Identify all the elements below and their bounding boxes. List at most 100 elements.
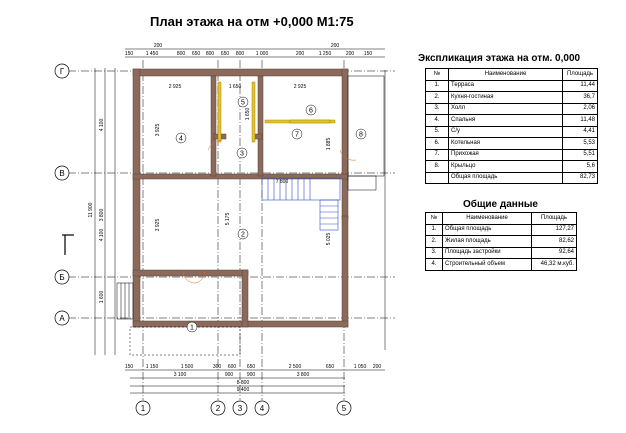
explication-title: Экспликация этажа на отм. 0,000: [418, 53, 581, 64]
svg-text:800: 800: [236, 51, 245, 57]
svg-text:8: 8: [359, 132, 363, 139]
walls: [132, 68, 349, 328]
axis-marker-1: 1: [135, 400, 151, 416]
axis-markers: Г В Б А 1 2 3 4 5: [54, 63, 352, 416]
svg-text:900: 900: [225, 372, 234, 378]
room-marker-5: 5: [237, 96, 249, 108]
svg-text:900: 900: [247, 372, 256, 378]
axis-marker-5: 5: [336, 400, 352, 416]
dimension-labels: 150 1 450 800 650 800 650 800 1 000 200 …: [88, 43, 381, 393]
svg-text:650: 650: [326, 364, 335, 370]
svg-text:600: 600: [228, 364, 237, 370]
svg-text:150: 150: [125, 364, 134, 370]
svg-text:200: 200: [331, 43, 340, 49]
floor-plan: Г В Б А 1 2 3 4 5 1 2 3 4 5 6 7 8 150 1 …: [54, 43, 395, 416]
svg-text:А: А: [59, 314, 65, 323]
svg-text:1 050: 1 050: [354, 364, 367, 370]
table-header: № Наименование Площадь: [425, 212, 577, 225]
svg-text:2: 2: [216, 404, 221, 413]
svg-text:1 600: 1 600: [99, 291, 105, 304]
axis-marker-g: Г: [54, 63, 70, 79]
svg-text:3 800: 3 800: [99, 209, 105, 222]
svg-text:8 800: 8 800: [237, 380, 250, 386]
svg-text:1 450: 1 450: [146, 51, 159, 57]
svg-text:4: 4: [179, 136, 183, 143]
room-marker-4: 4: [175, 132, 187, 144]
svg-text:3 925: 3 925: [155, 219, 161, 232]
axis-marker-v: В: [54, 165, 70, 181]
svg-text:800: 800: [177, 51, 186, 57]
svg-text:1 650: 1 650: [245, 108, 251, 121]
svg-text:200: 200: [296, 51, 305, 57]
room-markers: 1 2 3 4 5 6 7 8: [175, 96, 367, 333]
svg-text:3 925: 3 925: [155, 124, 161, 137]
general-data-title: Общие данные: [463, 199, 538, 210]
svg-text:5: 5: [342, 404, 347, 413]
svg-text:3: 3: [238, 404, 243, 413]
svg-text:1 000: 1 000: [256, 51, 269, 57]
svg-text:4: 4: [260, 404, 265, 413]
svg-text:200: 200: [154, 43, 163, 49]
staircase: [261, 177, 341, 231]
svg-text:200: 200: [373, 364, 382, 370]
svg-text:5 025: 5 025: [326, 233, 332, 246]
svg-text:800: 800: [206, 51, 215, 57]
svg-text:1 250: 1 250: [319, 51, 332, 57]
svg-text:650: 650: [192, 51, 201, 57]
svg-text:9 400: 9 400: [237, 387, 250, 393]
room-marker-2: 2: [237, 228, 249, 240]
svg-text:2 925: 2 925: [169, 84, 182, 90]
svg-text:150: 150: [364, 51, 373, 57]
dimension-lines: [94, 48, 386, 394]
svg-text:1 500: 1 500: [181, 364, 194, 370]
svg-text:7 800: 7 800: [276, 179, 289, 185]
svg-text:4 100: 4 100: [99, 229, 105, 242]
svg-text:300: 300: [213, 364, 222, 370]
axis-marker-3: 3: [232, 400, 248, 416]
svg-text:В: В: [59, 169, 64, 178]
svg-text:1 650: 1 650: [229, 84, 242, 90]
room-marker-7: 7: [291, 128, 303, 140]
axis-marker-a: А: [54, 310, 70, 326]
svg-text:1 150: 1 150: [146, 364, 159, 370]
axis-marker-2: 2: [210, 400, 226, 416]
svg-text:Б: Б: [59, 273, 64, 282]
svg-text:650: 650: [221, 51, 230, 57]
room-marker-3: 3: [236, 147, 248, 159]
svg-text:2 925: 2 925: [294, 84, 307, 90]
page-title: План этажа на отм +0,000 М1:75: [150, 14, 354, 29]
svg-text:200: 200: [346, 51, 355, 57]
svg-text:3 100: 3 100: [174, 372, 187, 378]
svg-text:3 800: 3 800: [297, 372, 310, 378]
svg-text:5 175: 5 175: [225, 213, 231, 226]
svg-text:Г: Г: [60, 67, 65, 76]
svg-text:1: 1: [190, 325, 194, 332]
svg-text:6: 6: [309, 108, 313, 115]
svg-text:11 900: 11 900: [88, 202, 94, 217]
svg-text:2 500: 2 500: [289, 364, 302, 370]
svg-text:1 885: 1 885: [326, 138, 332, 151]
svg-text:7: 7: [295, 132, 299, 139]
svg-text:4 100: 4 100: [99, 119, 105, 132]
svg-text:1: 1: [141, 404, 146, 413]
room-marker-1: 1: [186, 321, 198, 333]
axis-marker-4: 4: [254, 400, 270, 416]
table-header: № Наименование Площадь: [425, 68, 598, 81]
svg-text:5: 5: [241, 100, 245, 107]
svg-text:2: 2: [241, 232, 245, 239]
